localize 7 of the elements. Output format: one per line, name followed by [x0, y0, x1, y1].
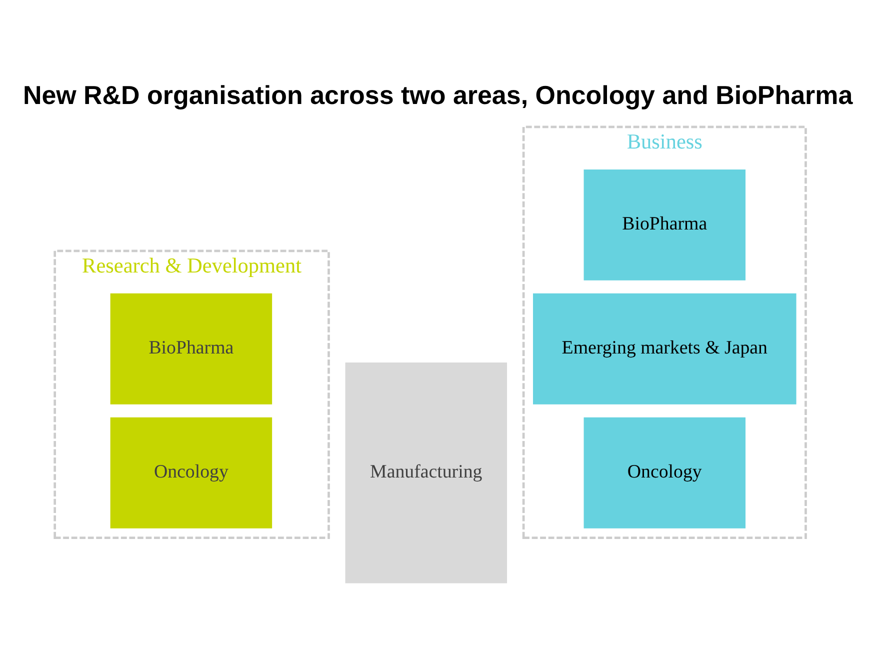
node-box: BioPharma — [110, 293, 272, 404]
node-box: BioPharma — [584, 169, 746, 280]
node-box: Oncology — [110, 417, 272, 528]
node-box: Oncology — [584, 417, 746, 528]
diagram-title: New R&D organisation across two areas, Oncology and BioPharma — [22, 80, 853, 110]
node-box: Emerging markets & Japan — [533, 293, 796, 404]
node-box: Manufacturing — [345, 362, 508, 584]
